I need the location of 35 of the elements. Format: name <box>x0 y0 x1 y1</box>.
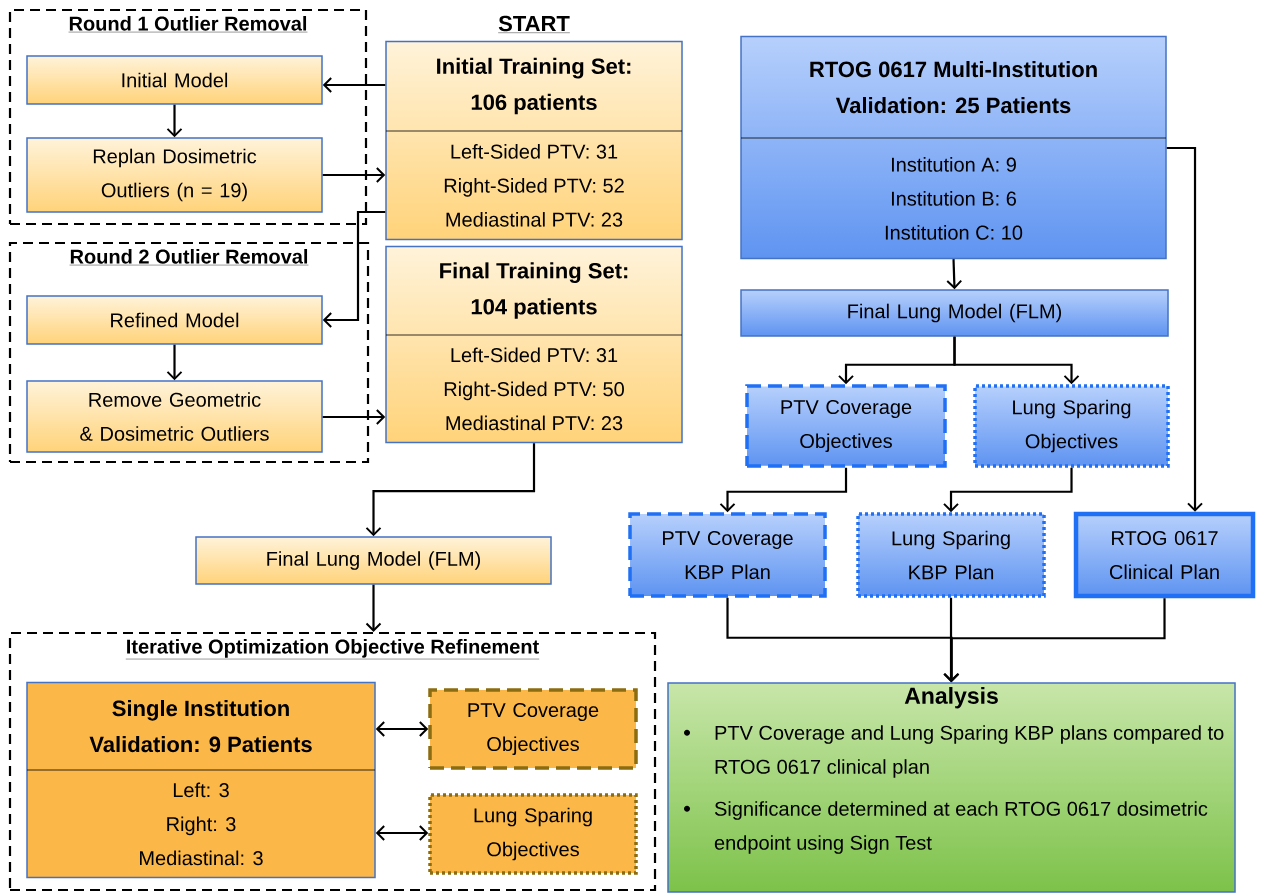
arrow <box>322 167 386 183</box>
arrow <box>322 210 386 328</box>
process-box: Final Lung Model (FLM) <box>195 536 552 585</box>
process-box: Initial Model <box>26 55 323 105</box>
arrow <box>719 467 848 513</box>
objective-box: Lung Sparing KBP Plan <box>856 512 1046 598</box>
arrow <box>375 825 429 841</box>
data-box: Initial Training Set: 106 patients Left-Sided PTV: 31 Right-Sided PTV: 52 Mediastinal PTV: 23 <box>385 40 683 241</box>
arrow <box>365 443 536 537</box>
data-box: Single Institution Validation: 9 Patients Left: 3 Right: 3 Mediastinal: 3 <box>26 681 376 879</box>
objective-box: Lung Sparing Objectives <box>973 384 1170 468</box>
arrow <box>166 104 183 138</box>
objective-box: PTV Coverage Objectives <box>428 688 638 770</box>
arrow <box>1166 146 1203 512</box>
process-box: Replan Dosimetric Outliers (n = 19) <box>26 137 323 213</box>
arrow <box>946 259 963 290</box>
process-box: Final Lung Model (FLM) <box>740 289 1169 337</box>
process-box: Refined Model <box>26 295 323 345</box>
data-box: RTOG 0617 Multi-Institution Validation: 25 Patients Institution A: 9 Institution B: 6 Institution C: 10 <box>740 35 1167 260</box>
arrow <box>943 598 1166 683</box>
objective-box: PTV Coverage Objectives <box>745 384 947 468</box>
start-label: START <box>497 15 571 33</box>
arrow <box>322 77 386 93</box>
arrow <box>943 467 1073 513</box>
objective-box: PTV Coverage KBP Plan <box>628 512 827 598</box>
objective-box: Lung Sparing Objectives <box>428 793 638 875</box>
plan-box: RTOG 0617 Clinical Plan <box>1073 511 1256 599</box>
arrow <box>375 721 429 737</box>
arrow <box>166 344 183 381</box>
arrow <box>953 336 1080 385</box>
arrow <box>322 409 386 425</box>
analysis-box: Analysis PTV Coverage and Lung Sparing KBP plans compared to RTOG 0617 clinical plan Significance determined at each RTOG 0617 dosimetric endpoint using Sign Test <box>667 682 1236 893</box>
process-box: Remove Geometric & Dosimetric Outliers <box>26 380 323 453</box>
arrow <box>365 584 382 632</box>
data-box: Final Training Set: 104 patients Left-Sided PTV: 31 Right-Sided PTV: 50 Mediastinal PTV: 23 <box>385 245 683 444</box>
